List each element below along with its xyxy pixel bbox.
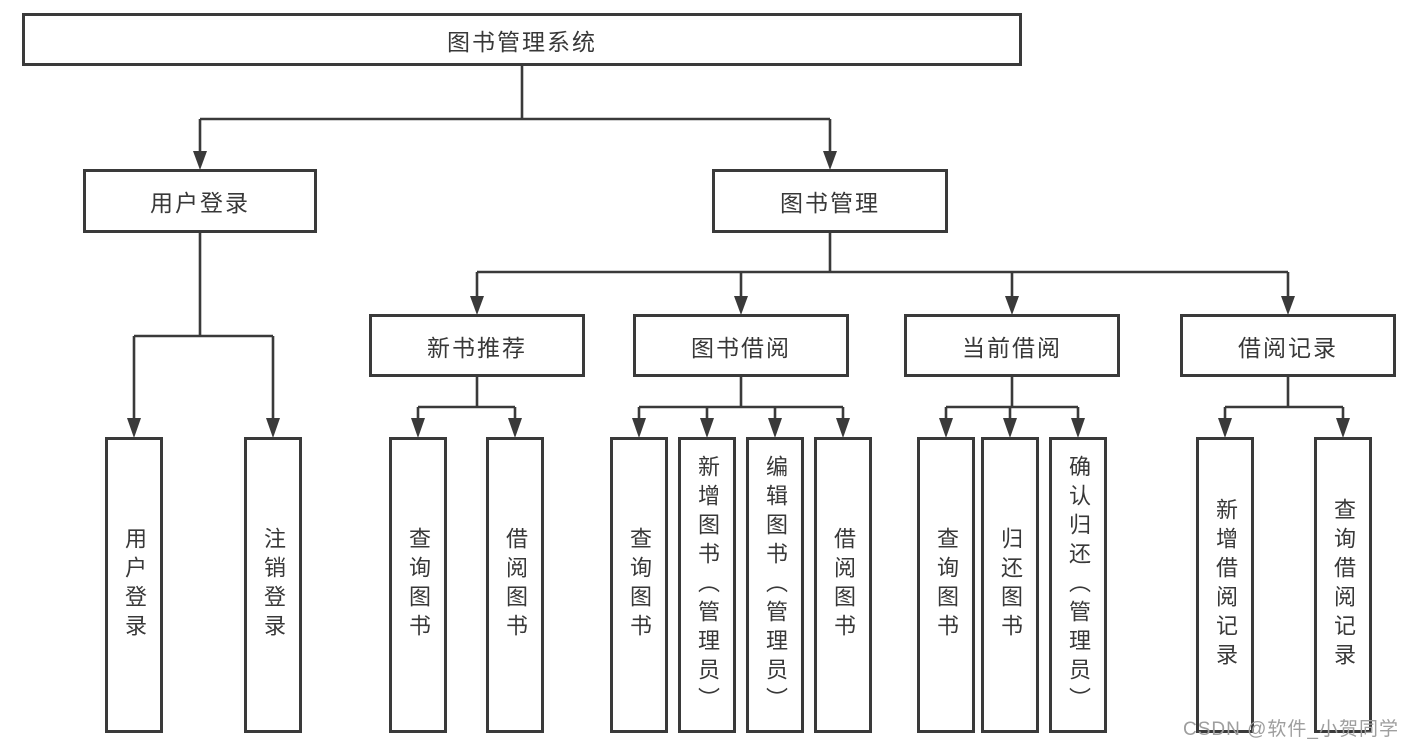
- node-label: 新书推荐: [427, 334, 527, 361]
- arrowhead-down: [1281, 296, 1295, 315]
- leaf-borrow-books: 借阅图书: [814, 437, 872, 733]
- edge-new-book-rail: [416, 377, 517, 420]
- node-label: 借阅图书: [503, 527, 528, 643]
- node-current-borrowing: 当前借阅: [904, 314, 1120, 377]
- node-label: 编辑图书（管理员）: [763, 454, 788, 716]
- node-label: 图书借阅: [691, 334, 791, 361]
- arrowhead-down: [193, 151, 207, 170]
- node-label: 用户登录: [150, 190, 250, 216]
- arrowhead-down: [1071, 418, 1085, 438]
- node-user-login: 用户登录: [83, 169, 317, 233]
- node-label: 图书管理系统: [447, 28, 597, 55]
- edge-current-borrow-rail: [944, 377, 1080, 420]
- arrowhead-down: [1218, 418, 1232, 438]
- arrowhead-down: [470, 296, 484, 315]
- node-label: 用户登录: [122, 527, 147, 643]
- leaf-logout: 注销登录: [244, 437, 302, 733]
- leaf-query-books-current: 查询图书: [917, 437, 975, 733]
- node-label: 查询图书: [406, 527, 431, 643]
- leaf-confirm-return-admin: 确认归还（管理员）: [1049, 437, 1107, 733]
- arrowhead-down: [823, 151, 837, 170]
- arrowhead-down: [768, 418, 782, 438]
- arrowheads: [127, 151, 1350, 438]
- leaf-add-borrow-record: 新增借阅记录: [1196, 437, 1254, 733]
- leaf-query-books-recommendation: 查询图书: [389, 437, 447, 733]
- arrowhead-down: [127, 418, 141, 438]
- node-label: 确认归还（管理员）: [1066, 454, 1091, 716]
- node-library-management-system: 图书管理系统: [22, 13, 1022, 66]
- leaf-edit-books-admin: 编辑图书（管理员）: [746, 437, 804, 733]
- edge-root-rail: [198, 66, 832, 151]
- leaf-query-borrow-record: 查询借阅记录: [1314, 437, 1372, 733]
- node-label: 借阅记录: [1238, 334, 1338, 361]
- csdn-watermark: CSDN @软件_小贺同学: [1183, 719, 1399, 740]
- edge-records-rail: [1223, 377, 1345, 420]
- edge-user-login-rail: [132, 233, 275, 420]
- node-new-book-recommendation: 新书推荐: [369, 314, 585, 377]
- arrowhead-down: [700, 418, 714, 438]
- node-label: 新增借阅记录: [1213, 498, 1238, 672]
- leaf-borrow-books-recommendation: 借阅图书: [486, 437, 544, 733]
- node-label: 图书管理: [780, 190, 880, 216]
- arrowhead-down: [508, 418, 522, 438]
- arrowhead-down: [1336, 418, 1350, 438]
- leaf-query-books-borrowing: 查询图书: [610, 437, 668, 733]
- leaf-return-books: 归还图书: [981, 437, 1039, 733]
- arrowhead-down: [1003, 418, 1017, 438]
- edge-book-mgmt-rail: [475, 233, 1290, 297]
- node-label: 查询借阅记录: [1331, 498, 1356, 672]
- node-label: 查询图书: [934, 527, 959, 643]
- arrowhead-down: [632, 418, 646, 438]
- node-label: 新增图书（管理员）: [695, 454, 720, 716]
- arrowhead-down: [411, 418, 425, 438]
- leaf-user-login: 用户登录: [105, 437, 163, 733]
- node-label: 借阅图书: [831, 527, 856, 643]
- node-book-borrowing: 图书借阅: [633, 314, 849, 377]
- node-label: 注销登录: [261, 527, 286, 643]
- node-label: 查询图书: [627, 527, 652, 643]
- leaf-add-books-admin: 新增图书（管理员）: [678, 437, 736, 733]
- node-label: 归还图书: [998, 527, 1023, 643]
- edge-paths: [132, 66, 1345, 420]
- arrowhead-down: [1005, 296, 1019, 315]
- arrowhead-down: [836, 418, 850, 438]
- arrowhead-down: [734, 296, 748, 315]
- edge-book-borrow-rail: [637, 377, 845, 420]
- arrowhead-down: [939, 418, 953, 438]
- arrowhead-down: [266, 418, 280, 438]
- node-borrowing-records: 借阅记录: [1180, 314, 1396, 377]
- node-book-management: 图书管理: [712, 169, 948, 233]
- node-label: 当前借阅: [962, 334, 1062, 361]
